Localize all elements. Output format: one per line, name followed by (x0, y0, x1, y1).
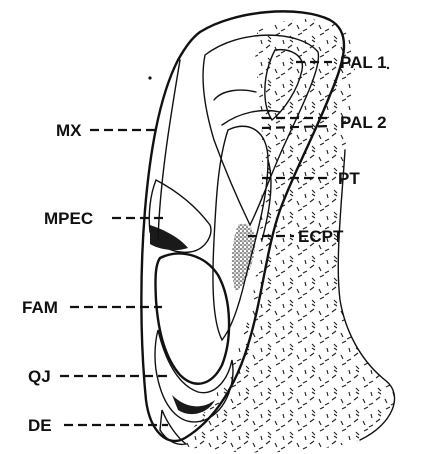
fam-region (155, 253, 229, 383)
rock-matrix (180, 19, 395, 452)
mpec-region (149, 180, 211, 252)
label-pal2: PAL 2 (340, 113, 387, 132)
label-qj: QJ (28, 367, 51, 386)
label-de: DE (28, 416, 52, 435)
label-fam: FAM (22, 298, 58, 317)
label-pt: PT (338, 169, 360, 188)
label-pal1: PAL 1 (340, 53, 387, 72)
label-ecpt: ECPT (298, 227, 344, 246)
label-mx: MX (56, 121, 82, 140)
label-mpec: MPEC (44, 209, 93, 228)
